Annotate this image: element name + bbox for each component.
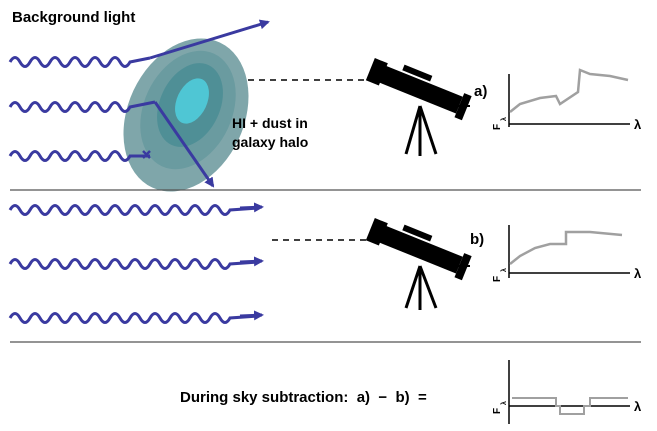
wave-mid-3 xyxy=(8,312,259,324)
residual-plot: F λ λ xyxy=(492,360,642,424)
wave-top-2 xyxy=(8,100,156,113)
flux-axis-label-a: F xyxy=(492,124,503,130)
wavelength-label-a: λ xyxy=(634,117,642,132)
spectrum-line-a xyxy=(509,68,629,113)
panel-b-label: b) xyxy=(470,231,484,248)
residual-line xyxy=(512,397,628,415)
panel-a-label: a) xyxy=(474,83,487,100)
telescope-b xyxy=(365,218,472,310)
wavelength-label-c: λ xyxy=(634,399,642,414)
scattered-arrow-2 xyxy=(153,101,215,188)
flux-axis-label-c: F xyxy=(492,408,503,414)
wave-top-3 xyxy=(8,150,150,162)
wave-top-1 xyxy=(8,56,151,68)
absorbed-waves xyxy=(8,19,270,188)
halo-label-line1: HI + dust in xyxy=(232,115,308,131)
flux-axis-label-b: F xyxy=(492,276,503,282)
flux-subscript-c: λ xyxy=(500,401,508,405)
wavelength-label-b: λ xyxy=(634,266,642,281)
telescope-a xyxy=(365,58,472,156)
subtraction-equation: During sky subtraction: a) − b) = xyxy=(180,389,427,406)
spectrum-plot-a: a) F λ λ xyxy=(474,68,642,132)
background-light-label: Background light xyxy=(12,9,135,26)
unabsorbed-waves xyxy=(8,202,264,324)
halo-label-line2: galaxy halo xyxy=(232,134,308,150)
absorbed-x xyxy=(142,150,151,159)
spectrum-plot-b: b) F λ λ xyxy=(470,225,642,282)
wave-mid-1 xyxy=(8,204,259,216)
wave-mid-2 xyxy=(8,258,259,270)
flux-subscript-b: λ xyxy=(500,268,508,272)
spectrum-line-b xyxy=(509,230,623,265)
scattered-arrow-1 xyxy=(149,19,270,60)
galaxy-halo xyxy=(123,38,249,192)
flux-subscript-a: λ xyxy=(500,117,508,121)
